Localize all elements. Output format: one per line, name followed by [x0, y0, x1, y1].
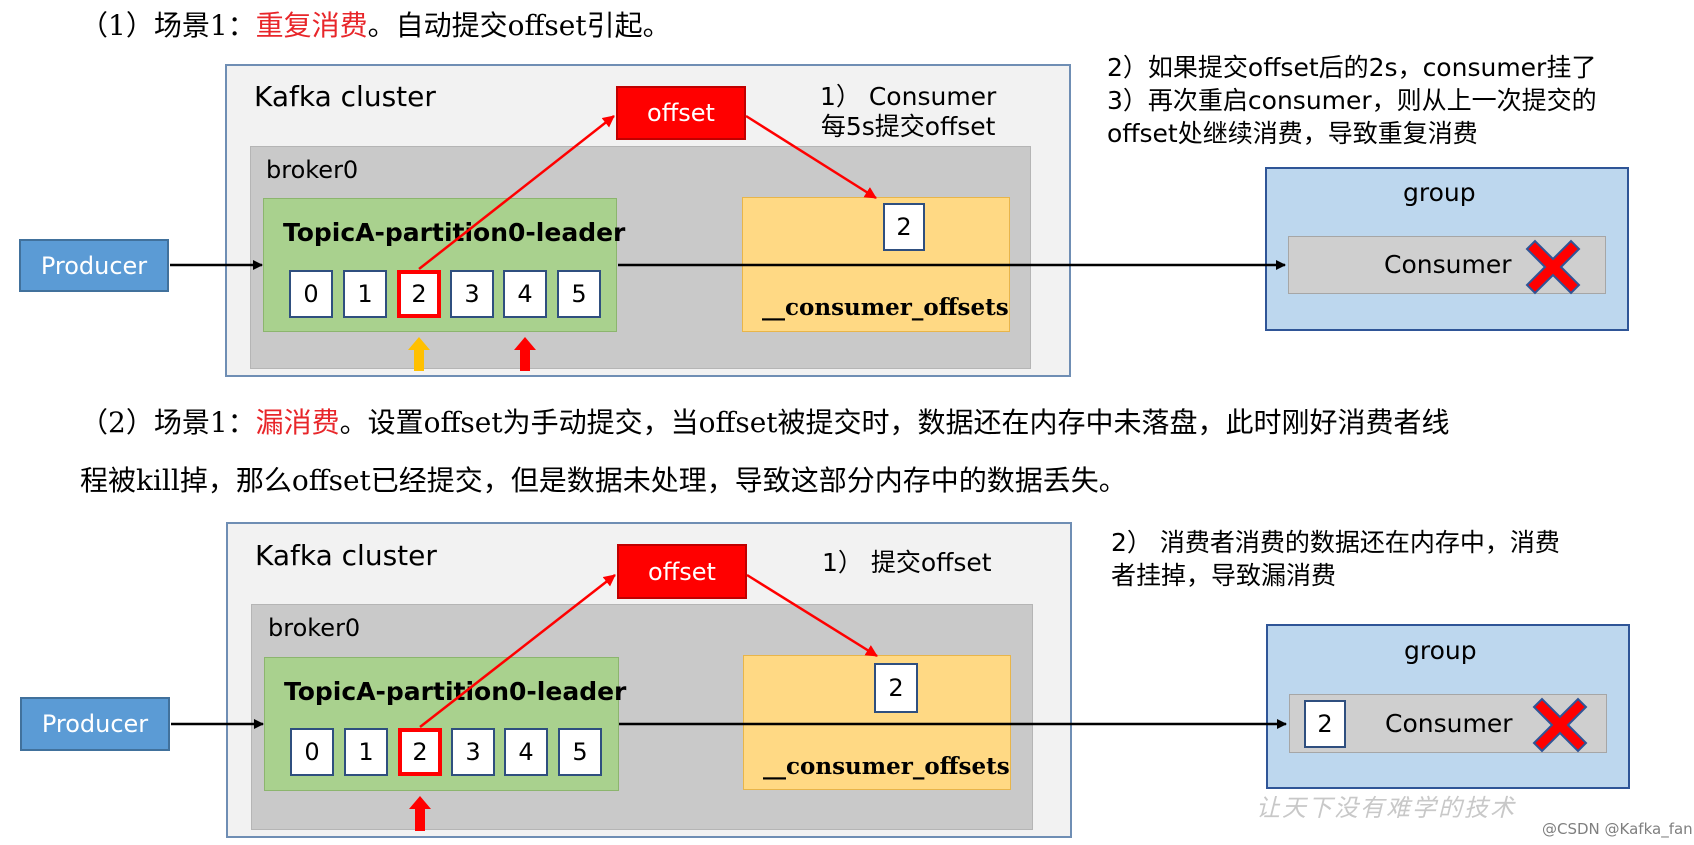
scenario1-note-line1: 2）如果提交offset后的2s，consumer挂了	[1107, 53, 1597, 82]
offset-cell-0: 0	[289, 270, 333, 318]
offset-cell-3: 3	[451, 728, 495, 776]
kafka-cluster-label-1: Kafka cluster	[254, 80, 436, 113]
partition-label-1: TopicA-partition0-leader	[283, 218, 626, 247]
consumer-offsets-label-1: __consumer_offsets	[762, 294, 1009, 321]
step1-note-1-line1: 1） Consumer	[820, 82, 997, 111]
offset-cell-4: 4	[503, 270, 547, 318]
scenario1-heading-highlight: 重复消费	[255, 9, 368, 42]
step1-note-2: 1） 提交offset	[822, 548, 992, 577]
scenario2-heading-prefix: （2）场景1：	[80, 406, 256, 439]
offset-cell-1: 1	[344, 728, 388, 776]
offset-cell-1: 1	[343, 270, 387, 318]
consumer-label-2: Consumer	[1385, 709, 1513, 738]
scenario2-heading-highlight: 漏消费	[255, 406, 340, 439]
partition-label-2: TopicA-partition0-leader	[284, 677, 627, 706]
producer-2: Producer	[20, 697, 170, 751]
scenario2-heading-line1: （2）场景1：漏消费。设置offset为手动提交，当offset被提交时，数据还…	[80, 403, 1450, 443]
scenario2-heading-line2: 程被kill掉，那么offset已经提交，但是数据未处理，导致这部分内存中的数据…	[80, 464, 1127, 497]
broker-label-1: broker0	[266, 156, 359, 184]
group-label-2: group	[1404, 636, 1477, 665]
scenario1-heading-suffix: 。自动提交offset引起。	[367, 9, 671, 42]
consumer-memory-value-2: 2	[1304, 700, 1346, 748]
offset-cell-5: 5	[557, 270, 601, 318]
offset-box-2: offset	[617, 544, 747, 599]
offset-cell-3: 3	[450, 270, 494, 318]
broker-label-2: broker0	[268, 614, 361, 642]
offset-cell-0: 0	[290, 728, 334, 776]
committed-offset-value-2: 2	[874, 663, 918, 713]
scenario2-heading-suffix: 。设置offset为手动提交，当offset被提交时，数据还在内存中未落盘，此时…	[339, 406, 1450, 439]
offset-cell-4: 4	[504, 728, 548, 776]
step1-note-1: 1） Consumer 每5s提交offset	[820, 82, 996, 142]
producer-1: Producer	[19, 239, 169, 292]
step1-note-1-line2: 每5s提交offset	[820, 112, 996, 141]
scenario1-heading: （1）场景1：重复消费。自动提交offset引起。	[80, 6, 671, 46]
offset-cell-2-highlighted: 2	[398, 728, 442, 776]
offset-box-1: offset	[616, 86, 746, 140]
scenario1-notes: 2）如果提交offset后的2s，consumer挂了 3）再次重启consum…	[1107, 51, 1597, 150]
scenario2-note-line1: 2） 消费者消费的数据还在内存中，消费	[1111, 528, 1560, 557]
consumer-label-1: Consumer	[1384, 250, 1512, 279]
scenario1-heading-prefix: （1）场景1：	[80, 9, 256, 42]
kafka-cluster-label-2: Kafka cluster	[255, 539, 437, 572]
offset-cell-5: 5	[558, 728, 602, 776]
consumer-offsets-label-2: __consumer_offsets	[763, 753, 1010, 780]
scenario2-notes: 2） 消费者消费的数据还在内存中，消费 者挂掉，导致漏消费	[1111, 526, 1560, 592]
committed-offset-value-1: 2	[883, 203, 925, 251]
scenario1-note-line3: offset处继续消费，导致重复消费	[1107, 119, 1478, 148]
scenario2-note-line2: 者挂掉，导致漏消费	[1111, 561, 1337, 590]
watermark: 让天下没有难学的技术	[1256, 794, 1516, 822]
group-label-1: group	[1403, 178, 1476, 207]
offset-cell-2-highlighted: 2	[397, 270, 441, 318]
credit-text: @CSDN @Kafka_fan	[1542, 820, 1693, 838]
scenario1-note-line2: 3）再次重启consumer，则从上一次提交的	[1107, 86, 1597, 115]
